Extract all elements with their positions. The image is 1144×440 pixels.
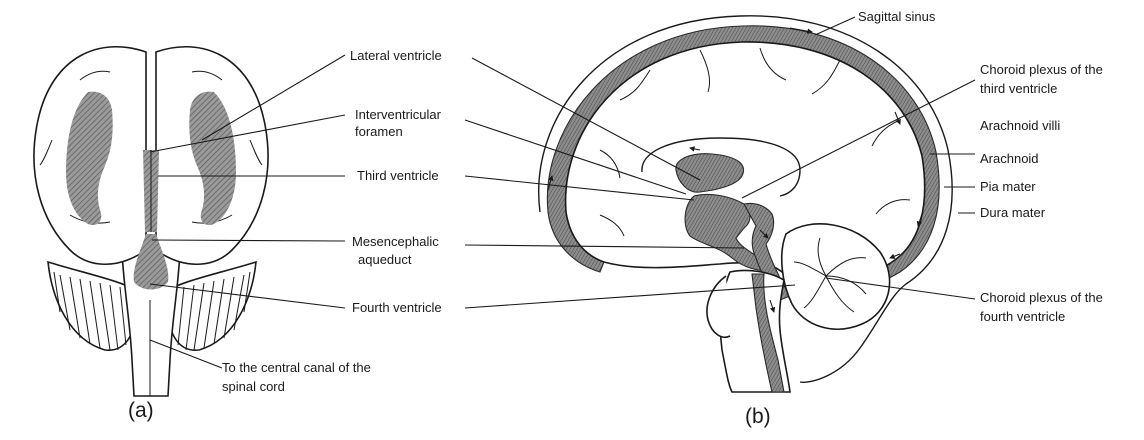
label-fourth-ventricle: Fourth ventricle (352, 300, 442, 315)
label-third-ventricle: Third ventricle (357, 168, 439, 183)
caption-a: (a) (128, 399, 154, 422)
label-mesencephalic-line1: Mesencephalic (352, 234, 439, 249)
caption-b: (b) (745, 405, 771, 428)
label-arachnoid-villi: Arachnoid villi (980, 118, 1060, 133)
label-central-canal-line1: To the central canal of the (222, 360, 371, 375)
label-mesencephalic-line2: aqueduct (358, 252, 412, 267)
label-interventricular-line2: foramen (355, 124, 403, 139)
label-central-canal-line2: spinal cord (222, 379, 285, 394)
pons-bulge (707, 276, 730, 337)
label-pia-mater: Pia mater (980, 179, 1036, 194)
label-lateral-ventricle: Lateral ventricle (350, 48, 442, 63)
label-choroid-fourth-line2: fourth ventricle (980, 309, 1065, 324)
label-dura-mater: Dura mater (980, 205, 1046, 220)
label-choroid-third-line2: third ventricle (980, 81, 1057, 96)
label-arachnoid: Arachnoid (980, 151, 1039, 166)
label-sagittal-sinus: Sagittal sinus (858, 9, 936, 24)
label-interventricular-line1: Interventricular (355, 107, 442, 122)
label-choroid-fourth-line1: Choroid plexus of the (980, 290, 1103, 305)
label-choroid-third-line1: Choroid plexus of the (980, 62, 1103, 77)
panel-a-brain-frontal-view (34, 47, 268, 396)
panel-b-brain-sagittal-view (539, 16, 952, 392)
